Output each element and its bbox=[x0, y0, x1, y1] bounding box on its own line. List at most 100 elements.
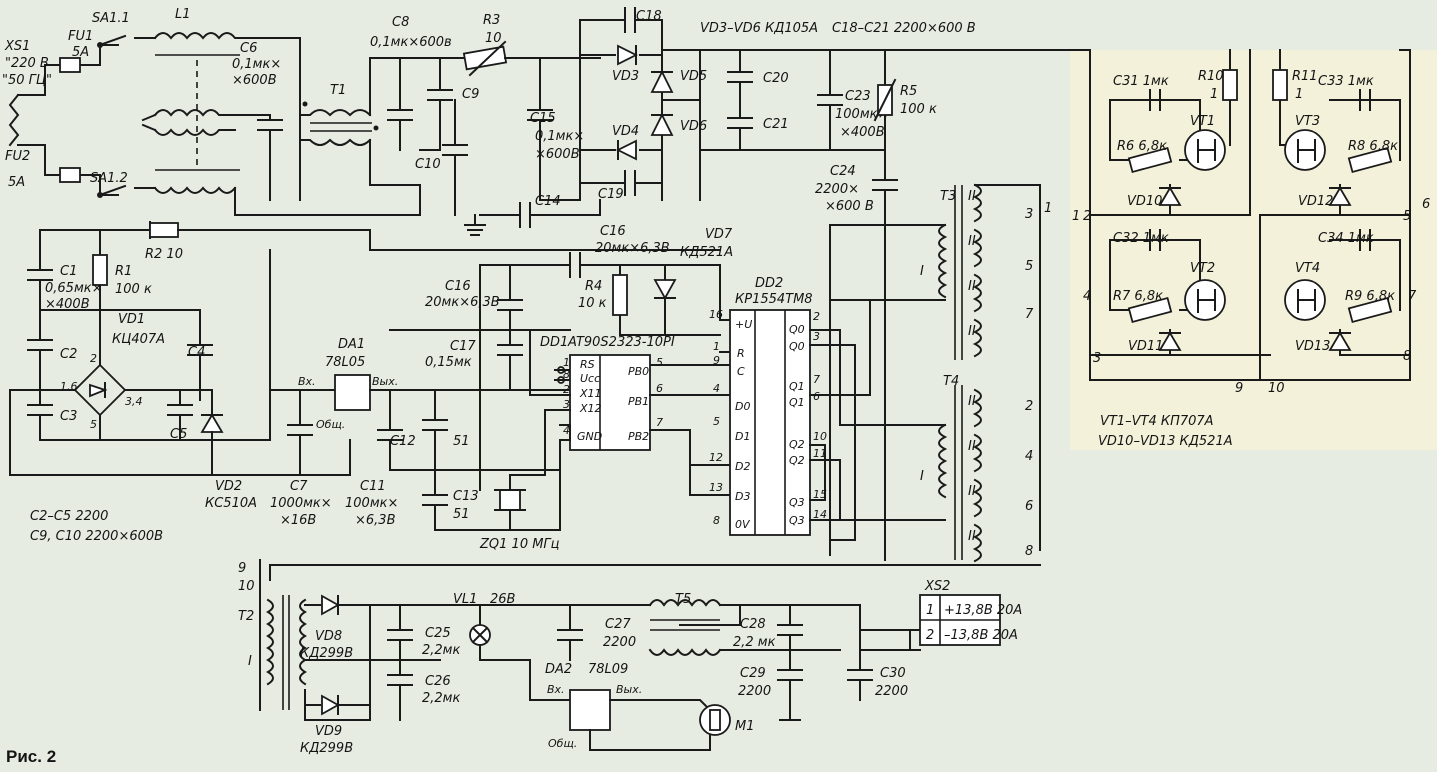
vd7-label: VD7 bbox=[705, 227, 733, 242]
dd2-pin-d1: D1 bbox=[735, 430, 750, 443]
vd12-label: VD12 bbox=[1298, 194, 1333, 209]
vd8-label: VD8 bbox=[315, 629, 342, 644]
inset-pin-3: 3 bbox=[1093, 351, 1101, 366]
c1-value: 0,65мк× bbox=[45, 281, 103, 296]
bridge-pin-34: 3,4 bbox=[125, 395, 143, 408]
c17-label: C17 bbox=[450, 339, 476, 354]
dd2-pin-r: R bbox=[737, 347, 745, 360]
c30-value: 2200 bbox=[875, 684, 908, 699]
t3-winding-i: I bbox=[920, 264, 924, 279]
t5-label: T5 bbox=[675, 592, 691, 607]
dd2-num-15: 15 bbox=[813, 488, 827, 501]
c9c10-note: C9, C10 2200×600В bbox=[30, 529, 163, 544]
c23-value2: ×400В bbox=[840, 125, 885, 140]
dd2-num-10: 10 bbox=[813, 430, 827, 443]
dd1-num-8: 8 bbox=[563, 368, 570, 381]
c9-label: C9 bbox=[462, 87, 479, 102]
mcu-section bbox=[389, 252, 731, 531]
bridge-pin-2: 2 bbox=[90, 352, 97, 365]
c13-value: 51 bbox=[453, 507, 470, 522]
c19-label: C19 bbox=[598, 187, 624, 202]
output-section bbox=[259, 559, 1041, 751]
mains-input bbox=[8, 34, 156, 198]
vd7-value: КД521А bbox=[680, 245, 733, 260]
c3-label: C3 bbox=[60, 409, 77, 424]
r1-value: 100 к bbox=[115, 282, 152, 297]
r6-label: R6 6,8к bbox=[1117, 139, 1167, 154]
r4-label: R4 bbox=[585, 279, 602, 294]
c6-label: C6 bbox=[240, 41, 257, 56]
r4-value: 10 к bbox=[578, 296, 607, 311]
dd2-num-13: 13 bbox=[709, 481, 723, 494]
t4-winding-ii-d: II bbox=[968, 529, 976, 544]
c1-value2: ×400В bbox=[45, 297, 90, 312]
dd2-pin-d3: D3 bbox=[735, 490, 750, 503]
r11-value: 1 bbox=[1295, 87, 1303, 102]
inset-panel bbox=[1070, 50, 1437, 450]
transistor-inset bbox=[1069, 49, 1411, 381]
c16-label: C16 bbox=[600, 224, 626, 239]
r3-value: 10 bbox=[485, 31, 502, 46]
inset-pin-4: 4 bbox=[1083, 289, 1091, 304]
vd5-label: VD5 bbox=[680, 69, 707, 84]
da2-out: Вых. bbox=[616, 683, 642, 696]
inset-pin-8: 8 bbox=[1403, 349, 1411, 364]
dd1-value: AT90S2323-10PI bbox=[567, 335, 675, 350]
c23-capacitor bbox=[817, 49, 843, 151]
vd2-label: VD2 bbox=[215, 479, 242, 494]
c6-value2: ×600В bbox=[232, 73, 277, 88]
dd1-num-5: 5 bbox=[656, 356, 663, 369]
c10-capacitor bbox=[419, 99, 486, 236]
l1-label: L1 bbox=[175, 7, 191, 22]
vd2-value: КС510А bbox=[205, 496, 257, 511]
da2-in: Вх. bbox=[547, 683, 565, 696]
dd2-num-9: 9 bbox=[713, 354, 720, 367]
r5-value: 100 к bbox=[900, 102, 937, 117]
vl1-label: VL1 bbox=[453, 592, 477, 607]
dd2-pin-c: C bbox=[737, 365, 745, 378]
da1-value: 78L05 bbox=[325, 355, 365, 370]
r5-label: R5 bbox=[900, 84, 917, 99]
c17-value: 0,15мк bbox=[425, 355, 472, 370]
c16-value: 20мк×6,3В bbox=[595, 241, 670, 256]
vd10-label: VD10 bbox=[1127, 194, 1162, 209]
c26-value: 2,2мк bbox=[422, 691, 460, 706]
c6-value: 0,1мк× bbox=[232, 57, 281, 72]
c15-value2: ×600В bbox=[535, 147, 580, 162]
c28-value: 2,2 мк bbox=[733, 635, 776, 650]
dd2-pin-q3n: Q3 bbox=[789, 514, 805, 527]
c8-capacitor bbox=[387, 109, 413, 151]
dd2-num-1: 1 bbox=[713, 340, 720, 353]
fu2-rating: 5А bbox=[8, 175, 25, 190]
c26-label: C26 bbox=[425, 674, 451, 689]
dd1-pin-x11: X11 bbox=[579, 387, 602, 400]
r10-value: 1 bbox=[1210, 87, 1218, 102]
vd3-vd6-bridge bbox=[579, 7, 701, 201]
c10-label: C10 bbox=[415, 157, 441, 172]
c11-value: 100мк× bbox=[345, 496, 398, 511]
dd2-section bbox=[729, 299, 871, 541]
c24-value: 2200× bbox=[815, 182, 859, 197]
c20-label: C20 bbox=[763, 71, 789, 86]
fu1-label: FU1 bbox=[68, 29, 93, 44]
dd2-num-16: 16 bbox=[709, 308, 723, 321]
dd1-num-4: 4 bbox=[563, 424, 570, 437]
t1-transformer bbox=[299, 57, 421, 186]
dd1-pin-ucc: Ucc bbox=[580, 372, 600, 385]
t4-label: T4 bbox=[943, 374, 959, 389]
c25-value: 2,2мк bbox=[422, 643, 460, 658]
c30-label: C30 bbox=[880, 666, 906, 681]
t4-winding-ii-c: II bbox=[968, 484, 976, 499]
c15-capacitor bbox=[527, 57, 581, 201]
xs2-pin2: 2 bbox=[926, 628, 934, 643]
r10-label: R10 bbox=[1198, 69, 1224, 84]
c7-value2: ×16В bbox=[280, 513, 316, 528]
sa12-label: SA1.2 bbox=[90, 171, 128, 186]
fu2-fuse bbox=[59, 167, 81, 183]
inset-pin-10: 10 bbox=[1268, 381, 1285, 396]
c7-label: C7 bbox=[290, 479, 308, 494]
c7-value: 1000мк× bbox=[270, 496, 332, 511]
da1-regulator bbox=[334, 374, 371, 411]
xs2-pin1-value: +13,8В 20А bbox=[944, 603, 1022, 618]
